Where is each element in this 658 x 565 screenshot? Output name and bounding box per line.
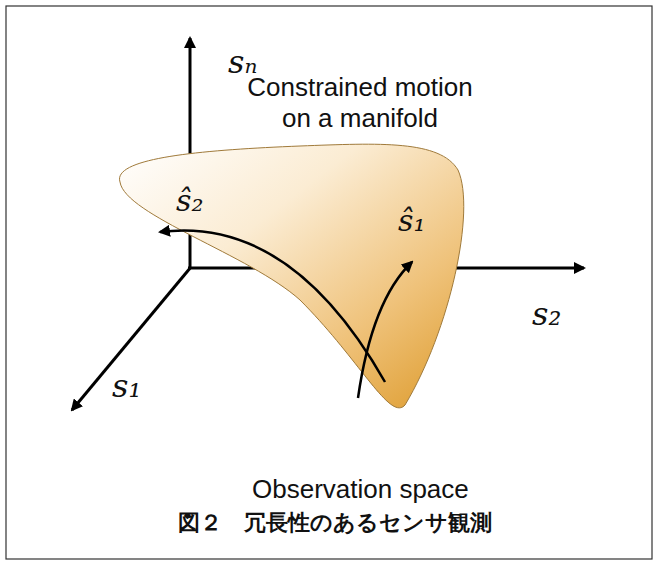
axis-label: s₂	[532, 298, 561, 330]
figure-caption: 図２ 冗長性のあるセンサ観測	[6, 508, 658, 538]
space-label: Observation space	[252, 474, 469, 505]
axis-line	[72, 267, 191, 410]
region-label: Constrained motion on a manifold	[240, 72, 480, 134]
motion-label: ŝ₁	[398, 206, 425, 236]
manifold-surface	[119, 144, 463, 408]
axis-label: s₁	[112, 370, 141, 402]
motion-label: ŝ₂	[176, 186, 203, 216]
motion-arrow	[358, 262, 412, 398]
figure-frame	[6, 6, 652, 559]
motion-arrow	[160, 230, 385, 382]
